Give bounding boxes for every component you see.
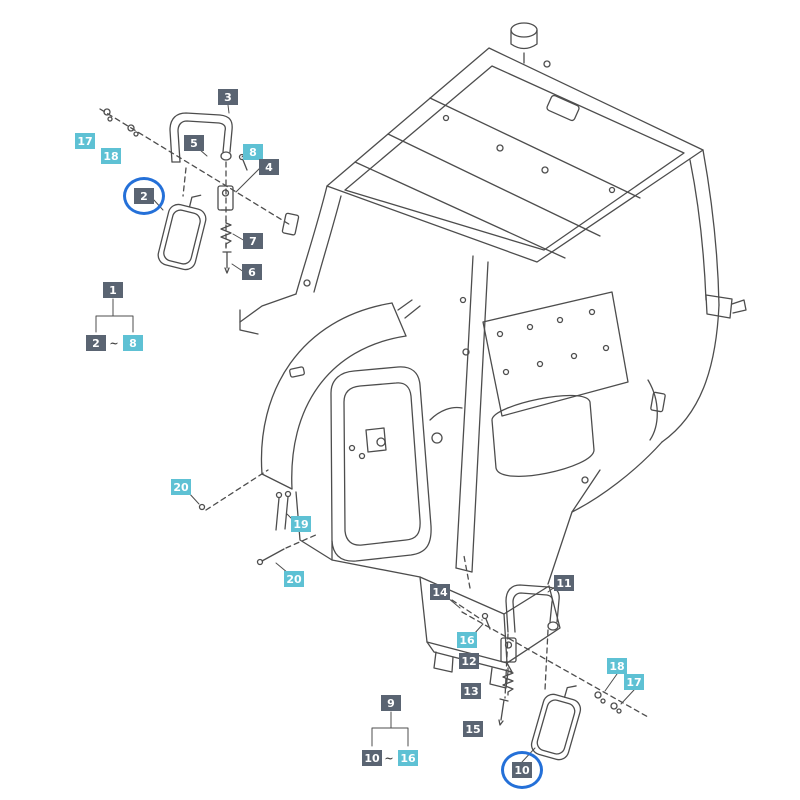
part-label-text: 20 — [171, 479, 191, 495]
legend-range-separator: ~ — [382, 750, 395, 766]
part-label-text: 4 — [259, 159, 279, 175]
part-label-text: 6 — [242, 264, 262, 280]
part-label-text: 20 — [284, 571, 304, 587]
part-label-text: 12 — [459, 653, 479, 669]
part-label-text: ~ — [384, 751, 394, 765]
engine-panel — [482, 291, 666, 477]
part-label-19[interactable]: 19 — [291, 516, 311, 532]
part-label-text: 14 — [430, 584, 450, 600]
part-label-17[interactable]: 17 — [75, 133, 95, 149]
part-label-text: 16 — [398, 750, 418, 766]
part-label-text: 11 — [554, 575, 574, 591]
part-label-text: 3 — [218, 89, 238, 105]
part-label-text: 2 — [134, 188, 154, 204]
part-label-20[interactable]: 20 — [284, 571, 304, 587]
assembly-axis-lines — [99, 108, 649, 718]
part-label-text: 15 — [463, 721, 483, 737]
lower-mirror-glass — [530, 685, 582, 761]
label-leaders — [152, 104, 635, 763]
part-label-2[interactable]: 2 — [134, 188, 154, 204]
part-label-8[interactable]: 8 — [123, 335, 143, 351]
part-label-4[interactable]: 4 — [259, 159, 279, 175]
part-label-text: 7 — [243, 233, 263, 249]
part-label-20[interactable]: 20 — [171, 479, 191, 495]
part-label-11[interactable]: 11 — [554, 575, 574, 591]
part-label-13[interactable]: 13 — [461, 683, 481, 699]
part-label-text: ~ — [109, 336, 119, 350]
part-label-text: 10 — [362, 750, 382, 766]
part-label-8[interactable]: 8 — [243, 144, 263, 160]
roof-frame — [326, 47, 704, 263]
part-label-15[interactable]: 15 — [463, 721, 483, 737]
part-label-text: 8 — [243, 144, 263, 160]
part-label-text: 5 — [184, 135, 204, 151]
part-label-10[interactable]: 10 — [512, 762, 532, 778]
part-label-18[interactable]: 18 — [101, 148, 121, 164]
part-label-text: 13 — [461, 683, 481, 699]
part-label-10[interactable]: 10 — [362, 750, 382, 766]
part-label-text: 16 — [457, 632, 477, 648]
part-label-16[interactable]: 16 — [457, 632, 477, 648]
upper-mirror-glass — [157, 194, 207, 271]
part-label-1[interactable]: 1 — [103, 282, 123, 298]
part-label-12[interactable]: 12 — [459, 653, 479, 669]
legend-brackets — [95, 298, 409, 747]
left-fender — [239, 293, 407, 561]
beacon-lamp — [510, 22, 551, 68]
part-label-7[interactable]: 7 — [243, 233, 263, 249]
part-label-text: 18 — [607, 658, 627, 674]
part-label-text: 19 — [291, 516, 311, 532]
part-label-text: 2 — [86, 335, 106, 351]
part-label-5[interactable]: 5 — [184, 135, 204, 151]
part-label-text: 17 — [624, 674, 644, 690]
fastener-pins — [198, 490, 292, 566]
part-label-text: 17 — [75, 133, 95, 149]
part-label-16[interactable]: 16 — [398, 750, 418, 766]
part-label-6[interactable]: 6 — [242, 264, 262, 280]
part-label-text: 9 — [381, 695, 401, 711]
part-label-text: 8 — [123, 335, 143, 351]
legend-range-separator: ~ — [107, 335, 120, 351]
lower-mirror-assembly — [481, 584, 622, 761]
part-label-text: 1 — [103, 282, 123, 298]
part-label-14[interactable]: 14 — [430, 584, 450, 600]
part-label-text: 18 — [101, 148, 121, 164]
part-label-2[interactable]: 2 — [86, 335, 106, 351]
part-label-17[interactable]: 17 — [624, 674, 644, 690]
part-label-3[interactable]: 3 — [218, 89, 238, 105]
part-label-18[interactable]: 18 — [607, 658, 627, 674]
part-label-text: 10 — [512, 762, 532, 778]
part-label-9[interactable]: 9 — [381, 695, 401, 711]
door-frame — [330, 299, 463, 562]
cab-pillars — [295, 149, 747, 585]
